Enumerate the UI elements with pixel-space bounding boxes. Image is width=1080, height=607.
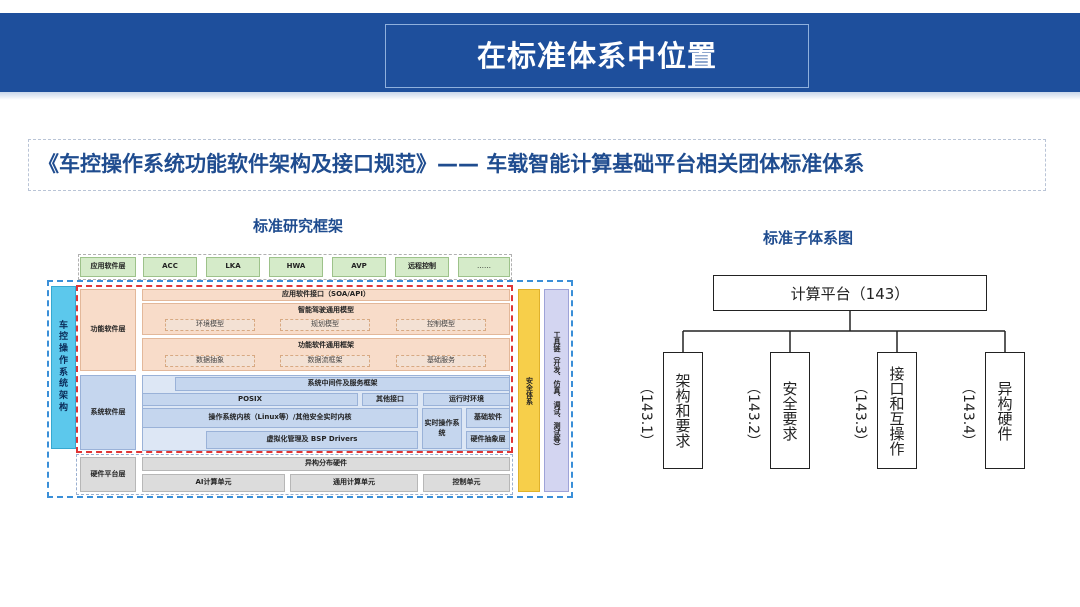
app-item: AVP — [332, 257, 386, 277]
tree-child-code: （143.2） — [745, 380, 761, 449]
subtitle-frame — [28, 139, 1046, 191]
os-architecture-frame — [47, 280, 573, 498]
app-layer-label: 应用软件层 — [80, 257, 136, 277]
app-item: HWA — [269, 257, 323, 277]
tree-child-box: 接口和互操作 — [877, 352, 917, 469]
app-item: 远程控制 — [395, 257, 449, 277]
safety-system: 安全体系 — [518, 289, 540, 492]
header-bar — [0, 13, 1080, 92]
app-row-frame — [78, 254, 512, 280]
tree-child-code: （143.3） — [852, 380, 868, 449]
os-architecture-label: 车控操作系统架构 — [51, 286, 76, 449]
posix: POSIX — [142, 393, 358, 406]
page-title: 在标准体系中位置 — [476, 39, 717, 73]
func-common-item: 数据流框架 — [280, 355, 370, 367]
func-layer-label: 功能软件层 — [80, 289, 136, 371]
tree-child-box: 架构和要求 — [663, 352, 703, 469]
app-item: ACC — [143, 257, 197, 277]
other-interfaces: 其他接口 — [362, 393, 418, 406]
subtitle: 《车控操作系统功能软件架构及接口规范》—— 车载智能计算基础平台相关团体标准体系 — [38, 152, 865, 176]
toolchain: 工具链（开发、仿真、调试、测试等） — [544, 289, 569, 492]
tree-child-label: 架构和要求 — [673, 373, 692, 448]
basic-software: 基础软件 — [466, 408, 510, 428]
hetero-hw: 异构分布硬件 — [142, 457, 510, 471]
header-shadow — [0, 92, 1080, 100]
middleware: 系统中间件及服务框架 — [175, 377, 510, 391]
hw-item: 通用计算单元 — [290, 474, 418, 492]
title-frame — [385, 24, 809, 88]
virtualization: 虚拟化管理及 BSP Drivers — [206, 431, 418, 449]
hw-item: AI计算单元 — [142, 474, 285, 492]
tree-root: 计算平台（143） — [713, 275, 987, 311]
realtime-os: 实时操作系统 — [422, 408, 462, 449]
framework-caption: 标准研究框架 — [253, 217, 344, 235]
tree-child-label: 安全要求 — [780, 380, 799, 441]
func-common-title: 功能软件通用框架 — [298, 341, 354, 349]
os-kernel: 操作系统内核（Linux等）/其他安全实时内核 — [142, 408, 418, 428]
hw-layer-label: 硬件平台层 — [80, 457, 136, 492]
app-item: …… — [458, 257, 510, 277]
app-item: LKA — [206, 257, 260, 277]
ad-model-title: 智能驾驶通用模型 — [298, 306, 354, 314]
hw-abstraction: 硬件抽象层 — [466, 431, 510, 449]
ad-model-item: 环境模型 — [165, 319, 255, 331]
runtime-env: 运行时环境 — [423, 393, 510, 406]
tree-child-code: （143.1） — [638, 380, 654, 449]
app-api: 应用软件接口（SOA/API） — [142, 289, 510, 301]
hw-item: 控制单元 — [423, 474, 510, 492]
tree-child-box: 安全要求 — [770, 352, 810, 469]
func-common-item: 数据抽象 — [165, 355, 255, 367]
tree-child-box: 异构硬件 — [985, 352, 1025, 469]
hw-frame — [76, 454, 513, 495]
tree-child-label: 接口和互操作 — [887, 365, 906, 456]
func-common-item: 基础服务 — [396, 355, 486, 367]
tree-caption: 标准子体系图 — [763, 229, 854, 247]
ad-model-item: 控制模型 — [396, 319, 486, 331]
tree-child-code: （143.4） — [960, 380, 976, 449]
tree-child-label: 异构硬件 — [995, 380, 1014, 441]
sys-layer-label: 系统软件层 — [80, 375, 136, 450]
ad-model-item: 规划模型 — [280, 319, 370, 331]
software-frame — [76, 285, 513, 453]
